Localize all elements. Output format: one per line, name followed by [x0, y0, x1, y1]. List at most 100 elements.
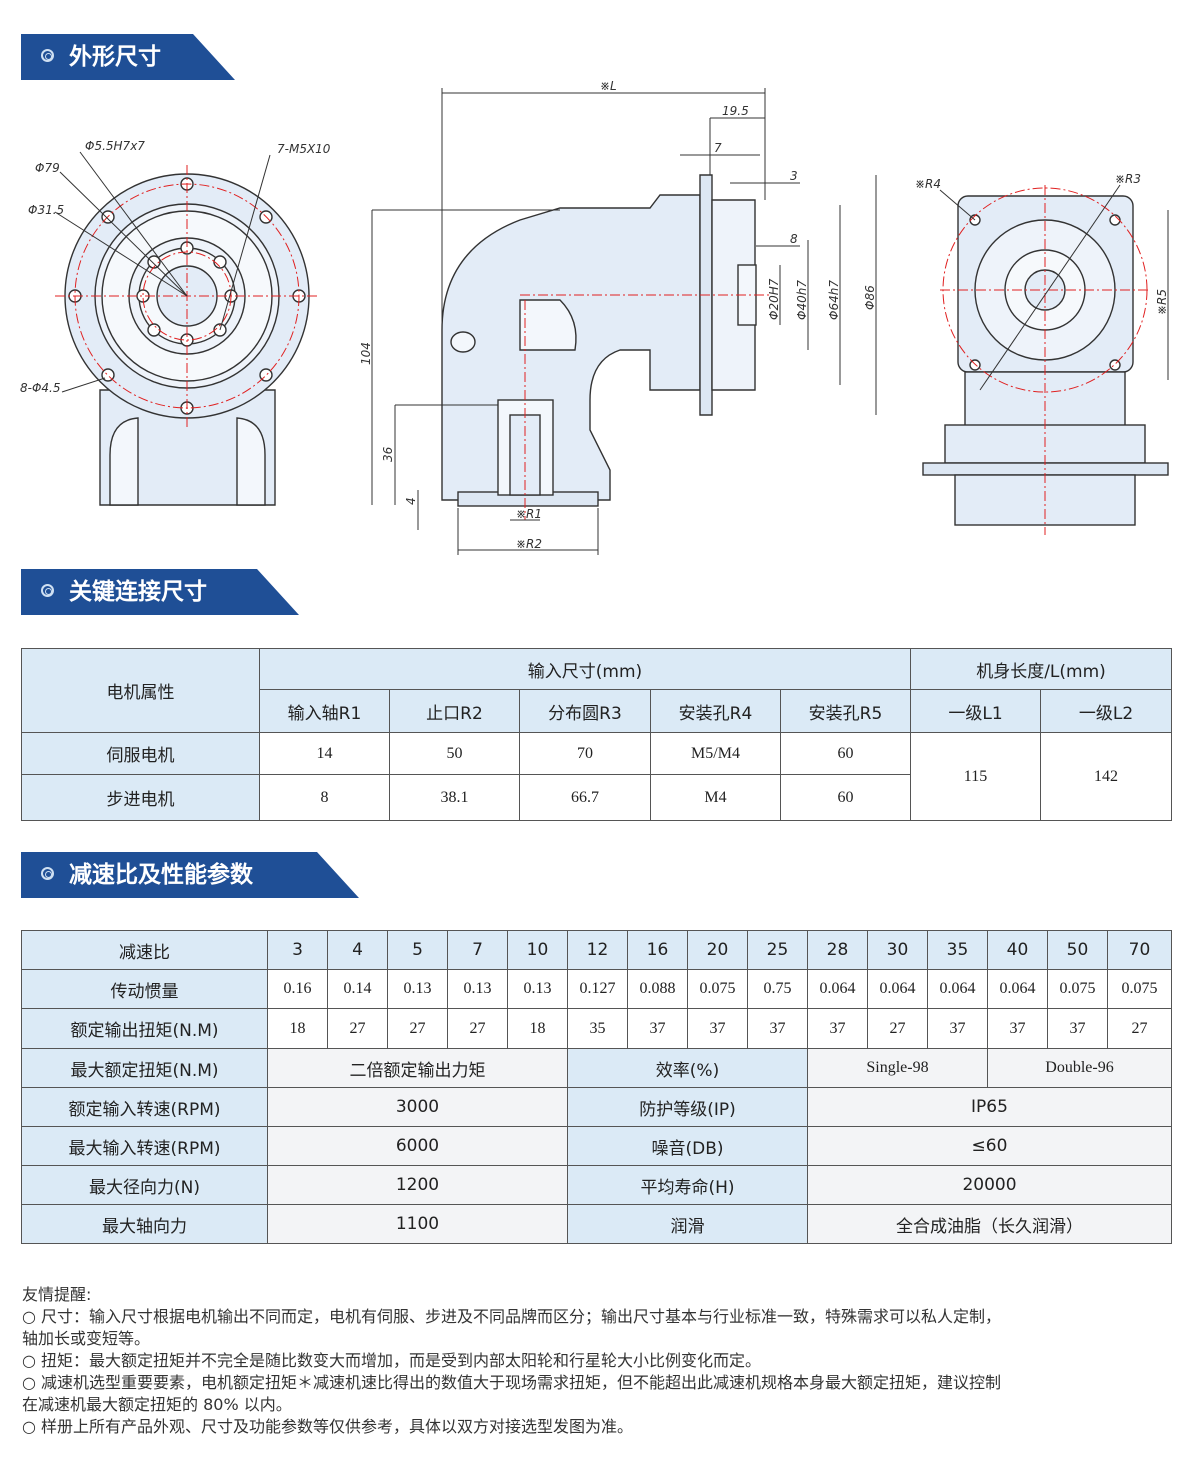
cell: 传动惯量: [21, 969, 268, 1009]
svg-text:※R5: ※R5: [1155, 289, 1169, 315]
cell: M4: [650, 774, 781, 821]
cell: 14: [259, 732, 390, 775]
cell: 37: [687, 1008, 748, 1049]
cell: 0.075: [1047, 969, 1108, 1009]
cell: 润滑: [567, 1204, 808, 1244]
cell: 16: [627, 930, 688, 970]
col-header: 分布圆R3: [519, 689, 651, 733]
cell: 60: [780, 774, 911, 821]
section-header-dims: 外形尺寸: [21, 34, 235, 80]
svg-text:※R3: ※R3: [1115, 172, 1141, 186]
svg-text:8: 8: [790, 232, 798, 246]
key-dimension-table: 电机属性 输入尺寸(mm) 机身长度/L(mm) 输入轴R1 止口R2 分布圆R…: [21, 648, 1172, 821]
cell: Double-96: [987, 1048, 1172, 1088]
svg-text:4: 4: [404, 497, 418, 505]
cell: 38.1: [389, 774, 520, 821]
circle-bullet-icon: [41, 867, 54, 880]
cell: 二倍额定输出力矩: [267, 1048, 568, 1088]
note-line: 轴加长或变短等。: [22, 1329, 151, 1348]
cell: 1200: [267, 1165, 568, 1205]
circle-bullet-icon: [41, 584, 54, 597]
cell: 3000: [267, 1087, 568, 1127]
cell: 10: [507, 930, 568, 970]
body-length-header: 机身长度/L(mm): [910, 648, 1172, 690]
cell: 0.088: [627, 969, 688, 1009]
cell: 0.064: [807, 969, 868, 1009]
cell: 70: [519, 732, 651, 775]
svg-text:7: 7: [714, 141, 722, 155]
cell: 0.075: [687, 969, 748, 1009]
cell: 效率(%): [567, 1048, 808, 1088]
cell: 最大输入转速(RPM): [21, 1126, 268, 1166]
note-line: 友情提醒:: [22, 1285, 92, 1304]
cell: 27: [867, 1008, 928, 1049]
col-header: 安装孔R4: [650, 689, 781, 733]
note-line: ○ 样册上所有产品外观、尺寸及功能参数等仅供参考，具体以双方对接选型发图为准。: [22, 1417, 634, 1436]
cell: 噪音(DB): [567, 1126, 808, 1166]
svg-text:Φ5.5H7x7: Φ5.5H7x7: [85, 139, 145, 153]
cell: 50: [1047, 930, 1108, 970]
cell-L1: 115: [910, 732, 1041, 821]
input-size-header: 输入尺寸(mm): [259, 648, 911, 690]
cell: 70: [1107, 930, 1172, 970]
section-title: 关键连接尺寸: [69, 579, 207, 605]
cell: 27: [327, 1008, 388, 1049]
cell: 0.127: [567, 969, 628, 1009]
cell: 0.064: [927, 969, 988, 1009]
cell: 18: [507, 1008, 568, 1049]
table-row: 伺服电机 14 50 70 M5/M4 60 115 142: [21, 732, 1172, 821]
svg-text:※R4: ※R4: [915, 177, 941, 191]
cell: 18: [267, 1008, 328, 1049]
cell: 0.16: [267, 969, 328, 1009]
svg-text:Φ86: Φ86: [863, 285, 877, 310]
side-view: [441, 174, 757, 507]
cell: 额定输出扭矩(N.M): [21, 1008, 268, 1049]
cell: 平均寿命(H): [567, 1165, 808, 1205]
cell: 0.14: [327, 969, 388, 1009]
cell: 37: [1047, 1008, 1108, 1049]
section-header-perf: 减速比及性能参数: [21, 852, 359, 898]
cell: 12: [567, 930, 628, 970]
cell: 27: [1107, 1008, 1172, 1049]
cell: 8: [259, 774, 390, 821]
motor-attr-header: 电机属性: [21, 648, 260, 733]
section-title: 减速比及性能参数: [69, 862, 253, 888]
svg-text:Φ31.5: Φ31.5: [28, 203, 64, 217]
svg-text:3: 3: [790, 169, 798, 183]
cell: ≤60: [807, 1126, 1172, 1166]
circle-bullet-icon: [41, 49, 54, 62]
cell: 20000: [807, 1165, 1172, 1205]
cell: 37: [927, 1008, 988, 1049]
cell: 30: [867, 930, 928, 970]
svg-text:Φ79: Φ79: [35, 161, 60, 175]
cell: 0.13: [507, 969, 568, 1009]
cell: 0.13: [447, 969, 508, 1009]
svg-text:Φ20H7: Φ20H7: [767, 278, 781, 320]
cell: 0.075: [1107, 969, 1172, 1009]
row-label: 步进电机: [21, 774, 260, 821]
cell: 60: [780, 732, 911, 775]
cell: 35: [567, 1008, 628, 1049]
svg-text:※R1: ※R1: [516, 507, 542, 521]
technical-drawing: Φ5.5H7x7 Φ79 Φ31.5 7-M5X10 8-Φ4.5 ※L 19.…: [20, 80, 1169, 555]
cell: 减速比: [21, 930, 268, 970]
cell: 6000: [267, 1126, 568, 1166]
cell: 37: [807, 1008, 868, 1049]
cell: M5/M4: [650, 732, 781, 775]
cell: 最大轴向力: [21, 1204, 268, 1244]
cell: 3: [267, 930, 328, 970]
cell: 防护等级(IP): [567, 1087, 808, 1127]
section-header-key: 关键连接尺寸: [21, 569, 299, 615]
svg-text:104: 104: [359, 342, 373, 365]
cell: 37: [747, 1008, 808, 1049]
svg-text:36: 36: [381, 446, 395, 462]
svg-text:Φ40h7: Φ40h7: [795, 280, 809, 320]
cell: 额定输入转速(RPM): [21, 1087, 268, 1127]
